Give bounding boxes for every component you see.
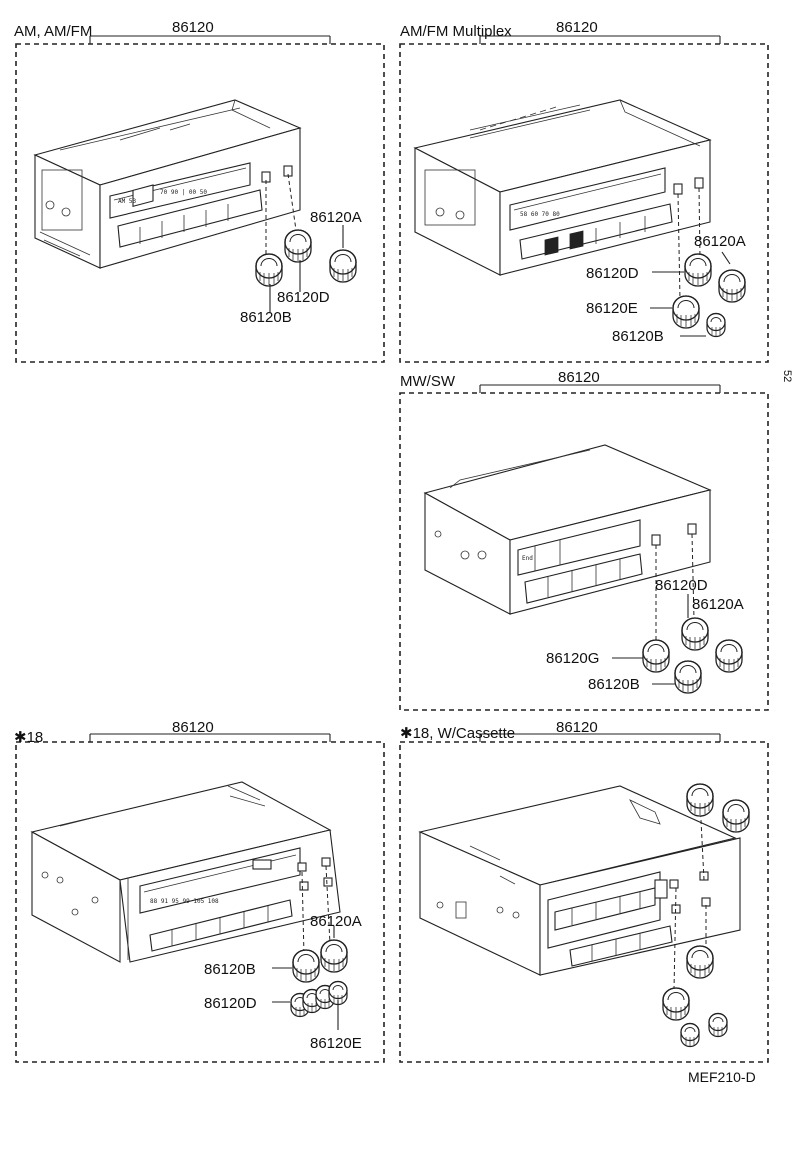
p2-part-a: 86120A	[694, 233, 746, 250]
p4-part-e: 86120E	[310, 1035, 362, 1052]
p3-part-g: 86120G	[546, 650, 599, 667]
p4-freq-text: 88 91 95 99 105 108	[150, 898, 219, 905]
knob-bottom-right	[708, 1012, 728, 1038]
p3-band-text: End	[522, 555, 533, 562]
p3-part-d: 86120D	[655, 577, 708, 594]
knob-86120B	[292, 949, 320, 983]
knob-86120A	[718, 269, 746, 303]
p3-part-a: 86120A	[692, 596, 744, 613]
knob-86120B	[706, 312, 726, 338]
p1-freq-text: 70 90 | 00 50	[160, 189, 207, 196]
p2-title: AM/FM Multiplex	[400, 23, 512, 40]
p3-number: 86120	[558, 369, 600, 386]
p5-title: ✱18, W/Cassette	[400, 725, 515, 742]
cassette-unit-image	[418, 785, 741, 976]
knob-86120D	[284, 229, 312, 263]
p1-number: 86120	[172, 19, 214, 36]
p2-part-d: 86120D	[586, 265, 639, 282]
p2-freq-text: 58 60 70 80	[520, 211, 560, 218]
panel-18-cassette	[399, 733, 769, 1063]
knob-86120E	[672, 295, 700, 329]
panel-amfm-multiplex: 58 60 70 80	[399, 35, 769, 363]
knob-86120B	[255, 253, 283, 287]
p3-part-b: 86120B	[588, 676, 640, 693]
p5-number: 86120	[556, 719, 598, 736]
p4-number: 86120	[172, 719, 214, 736]
radio-unit-image	[33, 99, 302, 269]
p1-band-text: AM 53	[118, 198, 136, 205]
panel-am-amfm: AM 53 70 90 | 00 50	[15, 35, 385, 363]
panel-mw-sw: End	[399, 384, 769, 711]
p2-part-b: 86120B	[612, 328, 664, 345]
p4-part-a: 86120A	[310, 913, 362, 930]
knob-86120A	[329, 249, 357, 283]
p4-part-b: 86120B	[204, 961, 256, 978]
knob-86120D	[681, 617, 709, 651]
knob-86120D	[684, 253, 712, 287]
knob-86120G	[642, 639, 670, 673]
p4-part-d: 86120D	[204, 995, 257, 1012]
p3-title: MW/SW	[400, 373, 456, 390]
p1-part-d: 86120D	[277, 289, 330, 306]
p4-title: ✱18	[14, 729, 43, 746]
knob-upper-right	[722, 799, 750, 833]
knob-upper-left	[686, 783, 714, 817]
knob-86120A	[715, 639, 743, 673]
p2-part-e: 86120E	[586, 300, 638, 317]
diagram-code: MEF210-D	[688, 1069, 756, 1085]
p1-title: AM, AM/FM	[14, 23, 92, 40]
p1-part-b: 86120B	[240, 309, 292, 326]
radio-unit-image	[413, 99, 712, 276]
radio-unit-image	[423, 444, 712, 615]
p1-part-a: 86120A	[310, 209, 362, 226]
knob-86120B	[674, 660, 702, 694]
knob-lower	[662, 987, 690, 1021]
knob-middle	[686, 945, 714, 979]
radio-unit-image	[30, 781, 341, 963]
panel-18: 88 91 95 99 105 108	[15, 733, 385, 1063]
margin-mark: 52	[781, 370, 793, 382]
knob-86120A	[320, 939, 348, 973]
knob-bottom-left	[680, 1022, 700, 1048]
p2-number: 86120	[556, 19, 598, 36]
